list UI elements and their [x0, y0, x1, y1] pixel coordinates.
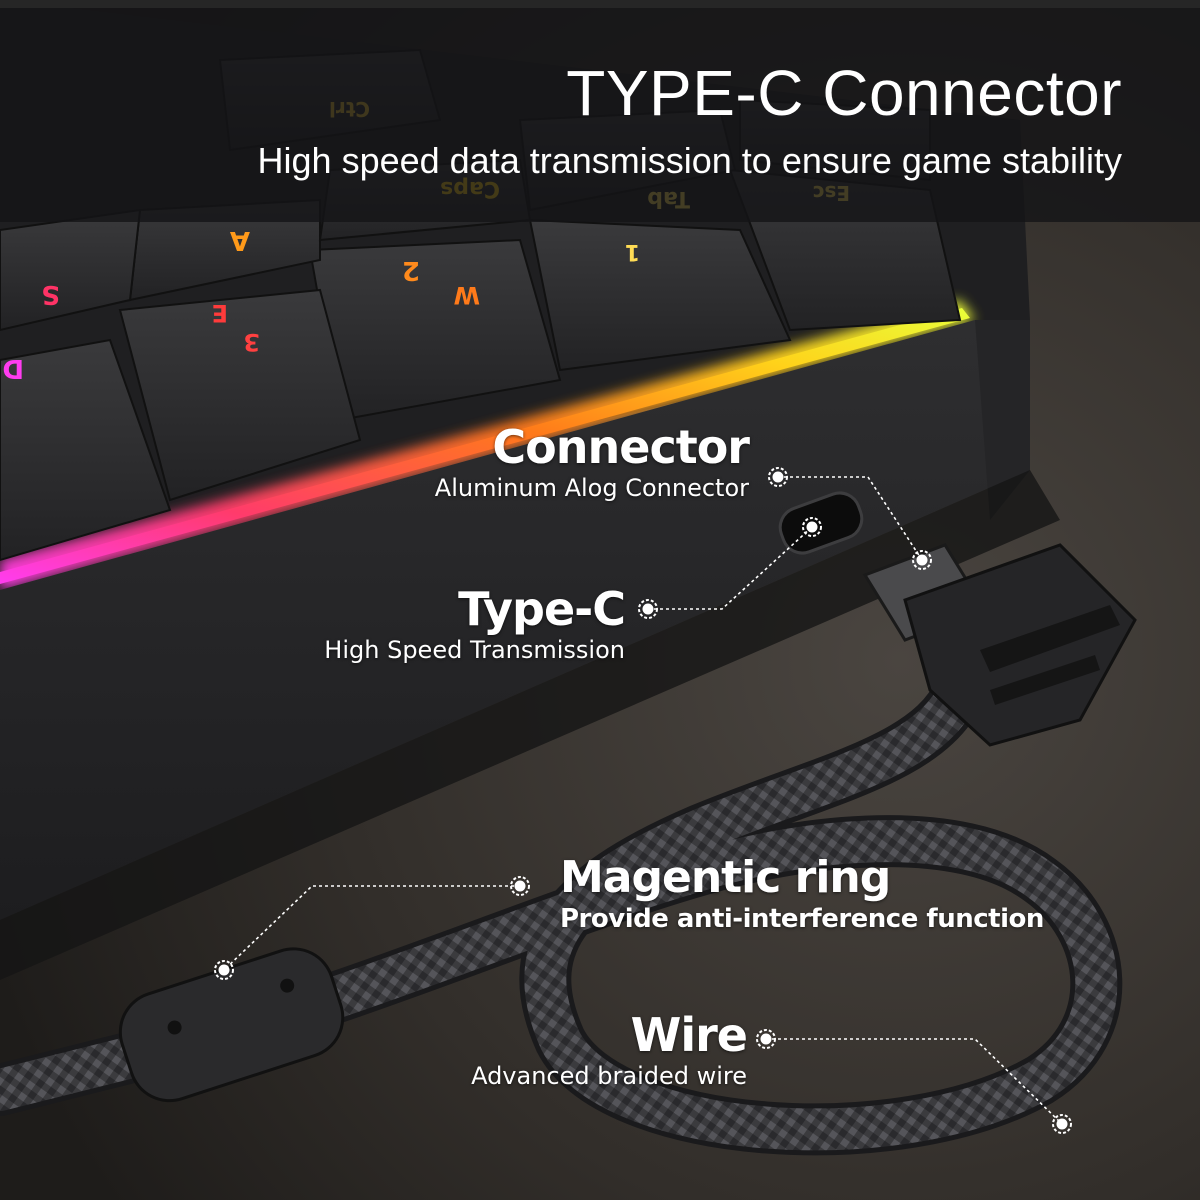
callout-ring: Magentic ring Provide anti-interference … [560, 852, 1044, 934]
keycap [118, 288, 362, 502]
callout-connector-title: Connector [492, 420, 750, 474]
callout-typec: Type-C High Speed Transmission [324, 582, 626, 664]
leader-ring [223, 885, 520, 971]
banner-title: TYPE-C Connector [566, 57, 1122, 129]
callout-wire-title: Wire [630, 1008, 748, 1062]
braided-cable [0, 543, 1137, 1156]
callout-connector-desc: Aluminum Alog Connector [434, 474, 749, 502]
leader-wire [766, 1038, 1063, 1125]
keycap [0, 338, 172, 562]
keycap-legend: E [212, 299, 228, 327]
callout-wire-desc: Advanced braided wire [471, 1062, 747, 1090]
keycap-legend: 2 [402, 255, 420, 285]
keycap [528, 218, 792, 372]
keycap-legend: A [230, 225, 250, 255]
leader-typec [648, 526, 813, 610]
keycap-legend: W [454, 281, 480, 309]
header-banner: TYPE-C Connector High speed data transmi… [0, 8, 1200, 222]
callout-typec-title: Type-C [458, 582, 626, 636]
keycap-legend: D [2, 353, 24, 383]
callout-dots [214, 467, 1072, 1134]
keycap-legend: 1 [625, 239, 640, 264]
leader-connector [778, 476, 923, 561]
callout-leaders [223, 476, 1063, 1125]
callout-connector: Connector Aluminum Alog Connector [434, 420, 750, 502]
top-edge-bar [0, 0, 1200, 8]
usb-c-plug [862, 543, 1137, 747]
keycap-legend: 3 [243, 328, 260, 356]
callout-ring-title: Magentic ring [560, 852, 891, 903]
callout-typec-desc: High Speed Transmission [324, 636, 625, 664]
keycap-legend: S [41, 279, 60, 309]
callout-ring-desc: Provide anti-interference function [560, 904, 1044, 934]
callout-wire: Wire Advanced braided wire [471, 1008, 748, 1090]
banner-subtitle: High speed data transmission to ensure g… [257, 140, 1122, 181]
